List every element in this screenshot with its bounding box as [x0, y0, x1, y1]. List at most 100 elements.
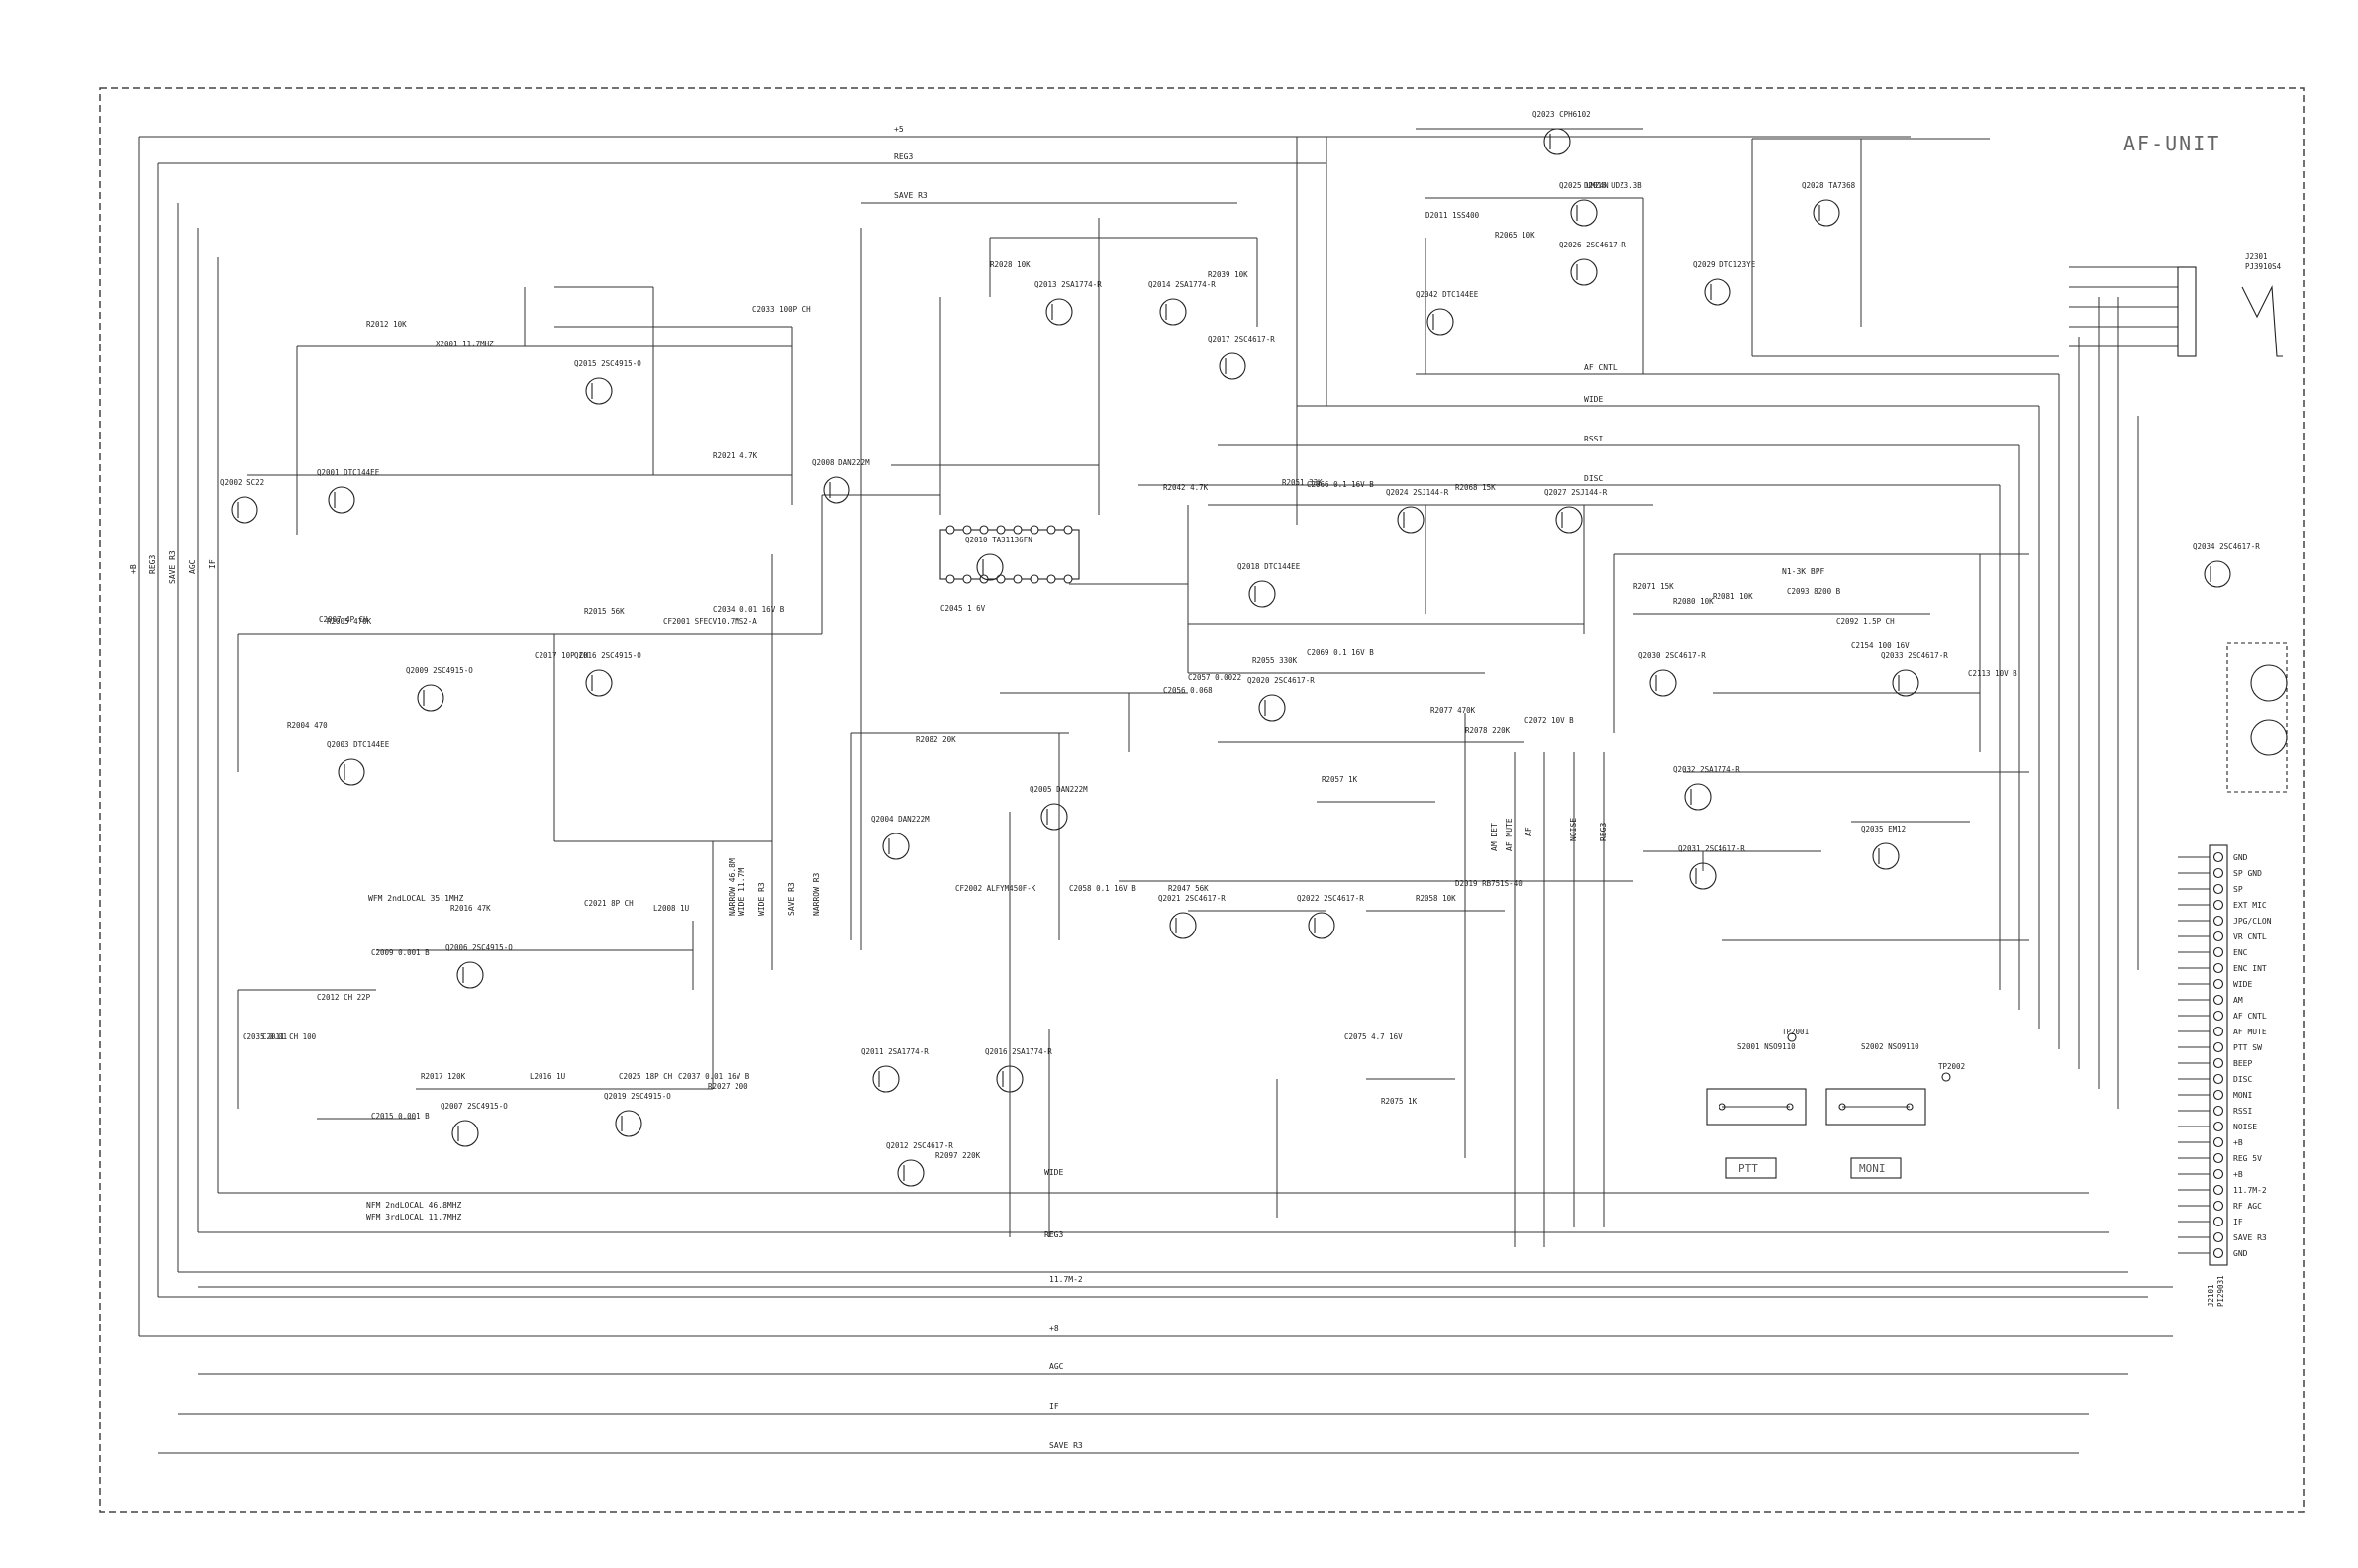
component-label: C2021 8P CH — [584, 899, 634, 908]
component-label: Q2003 DTC144EE — [327, 740, 390, 749]
connector-pin — [2212, 1152, 2224, 1164]
tp2001-marker — [1787, 1032, 1797, 1042]
power-buses — [139, 136, 2059, 525]
connector-pin — [2212, 1121, 2224, 1132]
transistor-symbol — [417, 684, 444, 712]
connector-pin — [2212, 1073, 2224, 1085]
component-label: D2011 1SS400 — [1425, 211, 1480, 220]
component-label: Q2028 TA7368 — [1802, 181, 1856, 190]
component-label: C2093 8200 B — [1787, 587, 1841, 596]
component-label: Q2006 2SC4915-O — [445, 943, 513, 952]
component-label: R2021 4.7K — [713, 451, 758, 460]
component-label: R2012 10K — [366, 320, 407, 329]
component-label: R2081 10K — [1713, 592, 1753, 601]
connector-pin — [2212, 1089, 2224, 1101]
component-label: CF2001 SFECV10.7MS2-A — [663, 617, 757, 626]
ptt-switch[interactable]: PTT — [1706, 1088, 1807, 1179]
connector-part: PI29031 — [2216, 1275, 2225, 1307]
component-label: C2092 1.5P CH — [1836, 617, 1895, 626]
connector-pin-label: REG 5V — [2233, 1154, 2262, 1163]
connector-pin-label: AF MUTE — [2233, 1028, 2267, 1036]
connector-pin — [2212, 962, 2224, 974]
connector-pin-label: RSSI — [2233, 1107, 2252, 1116]
component-label: R2080 10K — [1673, 597, 1714, 606]
net-af-cntl: AF CNTL — [1584, 363, 1618, 372]
component-label: Q2023 CPH6102 — [1532, 110, 1591, 119]
connector-ref: J2101 — [2207, 1284, 2215, 1307]
net-reg3-top: REG3 — [894, 152, 913, 161]
transistor-symbol — [1219, 352, 1246, 380]
component-label: L2008 1U — [653, 904, 689, 913]
net-left-b: +B — [129, 564, 138, 574]
component-label: C2066 0.1 16V B — [1307, 480, 1374, 489]
component-label: Q2042 DTC144EE — [1416, 290, 1479, 299]
component-label: C2011 CH 100 — [262, 1032, 317, 1041]
jack-j2301: J2301 PJ3910S4 — [2177, 252, 2283, 357]
component-label: C2154 100 16V — [1851, 641, 1910, 650]
component-label: Q2025 UMZ4N — [1559, 181, 1609, 190]
connector-pin — [2212, 1216, 2224, 1227]
transistor-symbol — [1248, 580, 1276, 608]
net-narrow-r3: NARROW R3 — [812, 872, 821, 916]
net-wide-117: WIDE 11.7M — [737, 868, 746, 916]
component-label: R2078 220K — [1465, 726, 1511, 735]
component-label: R2068 15K — [1455, 483, 1496, 492]
transistor-symbol — [585, 377, 613, 405]
component-label: C2045 1 6V — [940, 604, 986, 613]
connector-pin-label: NOISE — [2233, 1123, 2257, 1131]
connector-pin — [2212, 1168, 2224, 1180]
transistor-symbol — [1570, 258, 1598, 286]
component-label: R2016 47K — [450, 904, 491, 913]
connector-pin — [2212, 915, 2224, 927]
connector-pin — [2212, 1247, 2224, 1259]
component-label: Q2007 2SC4915-O — [441, 1102, 508, 1111]
net-bottom-117: 11.7M-2 — [1049, 1275, 1083, 1284]
transistor-symbol — [1308, 912, 1335, 939]
transistor-symbol — [1159, 298, 1187, 326]
component-label: Q2016 2SA1774-R — [985, 1047, 1052, 1056]
component-label: C2056 0.068 — [1163, 686, 1213, 695]
component-label: L2016 1U — [530, 1072, 565, 1081]
connector-pin-label: RF AGC — [2233, 1202, 2262, 1211]
connector-pin-label: SAVE R3 — [2233, 1233, 2267, 1242]
jack-ref: J2301 — [2245, 252, 2268, 261]
tp2002-marker — [1941, 1072, 1951, 1082]
net-wide-r3: WIDE R3 — [757, 882, 766, 916]
note-nfm-1: NFM 2ndLOCAL 46.8MHZ — [366, 1201, 462, 1210]
moni-switch[interactable]: MONI — [1825, 1088, 1926, 1179]
component-label: R2082 20K — [916, 735, 956, 744]
component-label: R2055 330K — [1252, 656, 1298, 665]
connector-pin-label: DISC — [2233, 1075, 2252, 1084]
transistor-symbol — [1040, 803, 1068, 831]
component-label: Q2032 2SA1774-R — [1673, 765, 1740, 774]
connector-pin-label: +B — [2233, 1170, 2243, 1179]
component-label: Q2015 2SC4915-O — [574, 359, 641, 368]
note-bpf: N1-3K BPF — [1782, 567, 1825, 576]
transistor-symbol — [585, 669, 613, 697]
net-bottom-p8: +8 — [1049, 1324, 1059, 1333]
component-label: R2028 10K — [990, 260, 1031, 269]
signal-wiring — [237, 128, 2178, 1247]
component-label: Q2022 2SC4617-R — [1297, 894, 1364, 903]
transistor-symbol — [451, 1120, 479, 1147]
transistor-symbol — [1555, 506, 1583, 534]
component-label: Q2009 2SC4915-O — [406, 666, 473, 675]
unit-title: AF-UNIT — [2123, 132, 2220, 155]
connector-pin — [2212, 899, 2224, 911]
component-label: R2071 15K — [1633, 582, 1674, 591]
component-label: R2042 4.7K — [1163, 483, 1209, 492]
net-noise: NOISE — [1569, 818, 1578, 841]
component-label: Q2026 2SC4617-R — [1559, 241, 1626, 249]
net-save-r3-v: SAVE R3 — [787, 882, 796, 916]
net-disc: DISC — [1584, 474, 1603, 483]
component-label: C2057 0.0022 — [1188, 673, 1241, 682]
connector-pin-label: ENC — [2233, 948, 2248, 957]
component-label: Q2024 2SJ144-R — [1386, 488, 1449, 497]
net-left-agc: AGC — [188, 559, 197, 574]
component-label: R2004 470 — [287, 721, 328, 730]
component-label: C2017 10P CH — [535, 651, 589, 660]
component-symbols — [231, 128, 2231, 1187]
transistor-symbol — [1397, 506, 1425, 534]
component-label: C2035 0.01 — [243, 1032, 287, 1041]
